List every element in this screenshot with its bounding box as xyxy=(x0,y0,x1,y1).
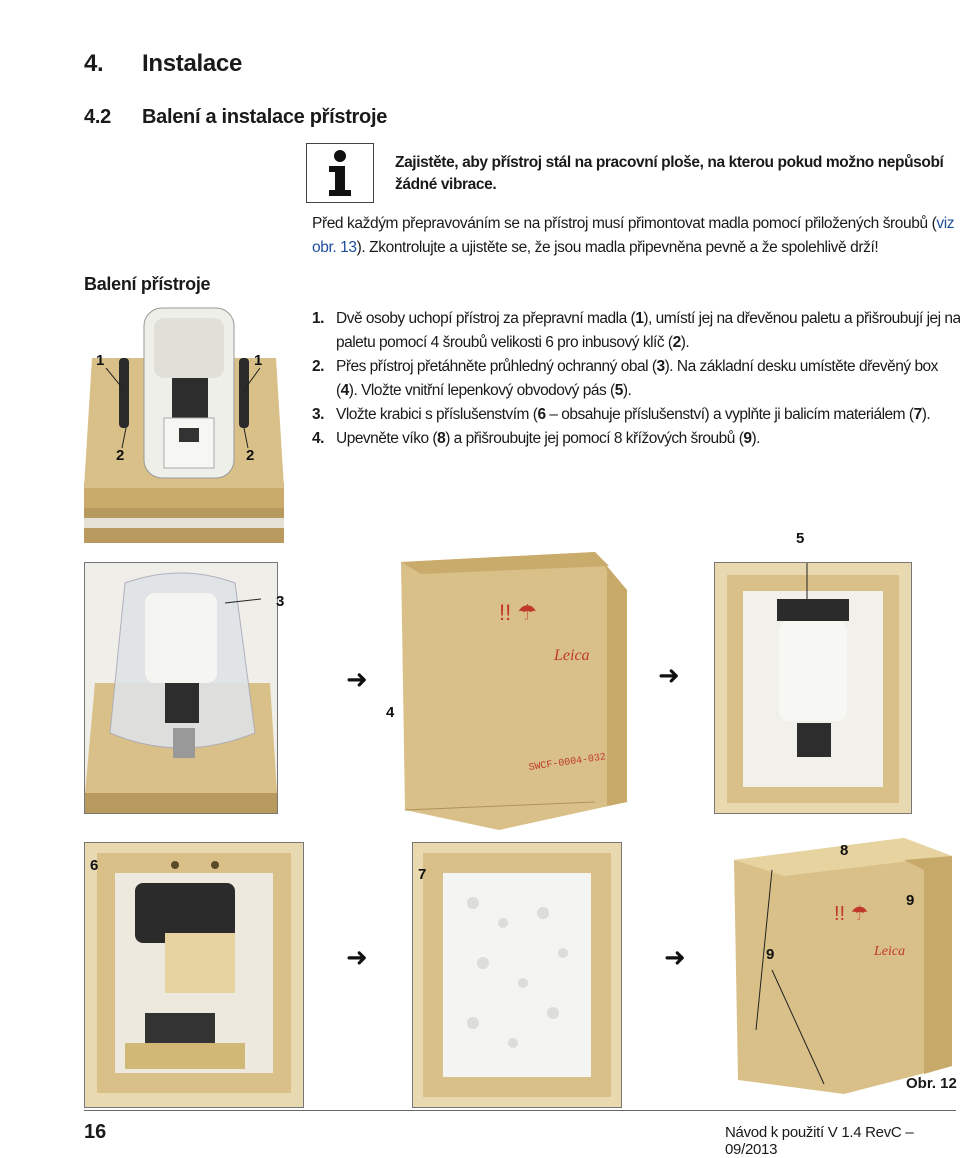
step-reference-number: 1 xyxy=(635,310,644,327)
svg-text:Leica: Leica xyxy=(873,944,905,959)
step-text: Dvě osoby uchopí přístroj za přepravní m… xyxy=(336,310,636,327)
photo-packing-material xyxy=(412,842,622,1108)
page-number: 16 xyxy=(84,1121,107,1143)
callout-2-left: 2 xyxy=(116,447,125,464)
side-label: Balení přístroje xyxy=(84,274,211,294)
step-reference-number: 5 xyxy=(614,382,624,399)
svg-text:Leica: Leica xyxy=(553,647,590,664)
intro-text-2: ). Zkontrolujte a ujistěte se, že jsou m… xyxy=(356,239,879,256)
step-text: – obsahuje příslušenství) a vyplňte ji b… xyxy=(545,406,914,423)
callout-1-right: 1 xyxy=(254,352,263,369)
photo-wooden-box: !! ☂ Leica SWCF-0004-032 xyxy=(399,540,631,832)
step-reference-number: 8 xyxy=(437,430,446,447)
step-reference-number: 3 xyxy=(656,358,666,375)
step-text: Přes přístroj přetáhněte průhledný ochra… xyxy=(336,358,657,375)
step-number: 2. xyxy=(312,358,324,375)
arrow-right-icon: ➜ xyxy=(658,660,680,690)
step-text: Upevněte víko ( xyxy=(336,430,438,447)
info-icon xyxy=(306,143,374,203)
vibration-note: Zajistěte, aby přístroj stál na pracovní… xyxy=(395,154,944,193)
step-text: ). xyxy=(751,430,761,447)
figure-reference-link[interactable]: viz obr. 13 xyxy=(312,215,955,256)
step-reference-number: 9 xyxy=(743,430,752,447)
section-title: Instalace xyxy=(142,50,243,77)
photo-accessory-box xyxy=(84,842,304,1108)
footer-text: Návod k použití V 1.4 RevC – 09/2013 xyxy=(725,1124,914,1158)
arrow-right-icon: ➜ xyxy=(664,942,686,972)
subsection-heading: 4.2 Balení a instalace přístroje xyxy=(84,106,387,129)
step-number: 4. xyxy=(312,430,324,447)
intro-paragraph: Před každým přepravováním se na přístroj… xyxy=(312,212,957,260)
step-reference-number: 2 xyxy=(672,334,682,351)
callout-7: 7 xyxy=(418,866,427,883)
callout-5: 5 xyxy=(796,530,805,547)
figure-label: Obr. 12 xyxy=(906,1075,957,1092)
step-reference-number: 6 xyxy=(537,406,546,423)
callout-4: 4 xyxy=(386,704,395,721)
step-text: ). xyxy=(921,406,931,423)
step-reference-number: 7 xyxy=(913,406,923,423)
callout-6: 6 xyxy=(90,857,99,874)
arrow-right-icon: ➜ xyxy=(346,942,368,972)
step-text: ), umístí jej na dřevěnou paletu a přišr… xyxy=(336,310,960,351)
callout-8: 8 xyxy=(840,842,849,859)
arrow-right-icon: ➜ xyxy=(346,664,368,694)
intro-text: Před každým přepravováním se na přístroj… xyxy=(312,215,937,232)
photo-closed-box: !! ☂ Leica xyxy=(724,830,956,1096)
section-heading: 4. Instalace xyxy=(84,50,242,78)
step-item: 1. Dvě osoby uchopí přístroj za přepravní… xyxy=(312,307,960,355)
callout-3: 3 xyxy=(276,593,285,610)
callout-9-top: 9 xyxy=(906,892,915,909)
footer-divider xyxy=(84,1110,956,1111)
step-text: ). xyxy=(680,334,690,351)
step-text: ). xyxy=(622,382,632,399)
step-text: Vložte krabici s příslušenstvím ( xyxy=(336,406,538,423)
step-number: 3. xyxy=(312,406,324,423)
callout-1-left: 1 xyxy=(96,352,105,369)
callout-9-left: 9 xyxy=(766,946,775,963)
step-item: 3. Vložte krabici s příslušenstvím (6 – o… xyxy=(312,403,960,427)
step-text: ). Vložte vnitřní lepenkový obvodový pás… xyxy=(348,382,615,399)
svg-text:!! ☂: !! ☂ xyxy=(499,600,537,625)
photo-inner-cardboard-strip xyxy=(714,562,912,814)
subsection-title: Balení a instalace přístroje xyxy=(142,106,388,128)
step-item: 4. Upevněte víko (8) a přišroubujte jej p… xyxy=(312,427,960,451)
step-number: 1. xyxy=(312,310,324,327)
step-text: ). Na základní desku umístěte dřevěný bo… xyxy=(336,358,938,399)
step-text: ) a přišroubujte jej pomocí 8 křížových … xyxy=(445,430,744,447)
steps-list: 1. Dvě osoby uchopí přístroj za přepravní… xyxy=(312,307,960,451)
step-item: 2. Přes přístroj přetáhněte průhledný och… xyxy=(312,355,960,403)
photo-protective-cover xyxy=(84,562,278,814)
svg-text:!! ☂: !! ☂ xyxy=(834,903,869,925)
subsection-number: 4.2 xyxy=(84,106,111,128)
section-number: 4. xyxy=(84,50,104,77)
callout-2-right: 2 xyxy=(246,447,255,464)
step-reference-number: 4 xyxy=(340,382,350,399)
photo-instrument-on-pallet xyxy=(84,298,284,550)
